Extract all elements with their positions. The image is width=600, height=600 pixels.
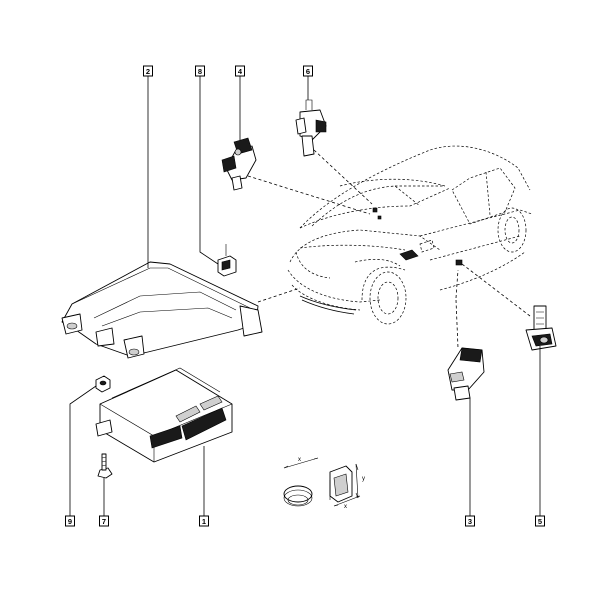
- bracket-clip: [217, 244, 237, 277]
- callout-box: [465, 515, 475, 527]
- vehicle-outline: [287, 145, 533, 325]
- callout-number: 7: [102, 517, 106, 526]
- callout-box: [303, 65, 313, 77]
- callout-5: 5: [535, 515, 545, 527]
- mounting-bolt: [97, 453, 113, 479]
- door-pressure-sensor: [525, 305, 557, 351]
- callout-9: 9: [65, 515, 75, 527]
- location-lines: [247, 149, 531, 349]
- callout-box: [199, 515, 209, 527]
- side-impact-sensor: [447, 347, 485, 401]
- connector-detail-inset: x y x: [283, 457, 365, 510]
- callout-box: [99, 515, 109, 527]
- callout-box: [235, 65, 245, 77]
- callout-number: 1: [202, 517, 206, 526]
- callout-number: 2: [146, 67, 150, 76]
- leader-lines: [69, 76, 541, 516]
- axis-x-symbol-lower: x: [344, 504, 347, 510]
- front-impact-sensor-left: [221, 137, 257, 191]
- callout-6: 6: [303, 65, 313, 77]
- hex-nut: [95, 375, 111, 393]
- callout-number: 5: [538, 517, 542, 526]
- callout-number: 6: [306, 67, 310, 76]
- axis-y-symbol: y: [362, 476, 365, 482]
- callout-box: [195, 65, 205, 77]
- ecu-mounting-bracket: [61, 261, 263, 359]
- callout-number: 3: [468, 517, 472, 526]
- callout-2: 2: [143, 65, 153, 77]
- callout-8: 8: [195, 65, 205, 77]
- callout-labels: 1 2 3 4 5 6 7 8 9: [65, 65, 545, 527]
- callout-number: 9: [68, 517, 72, 526]
- callout-box: [143, 65, 153, 77]
- callout-number: 4: [238, 67, 243, 76]
- callout-number: 8: [198, 67, 202, 76]
- callout-3: 3: [465, 515, 475, 527]
- callout-4: 4: [235, 65, 245, 77]
- front-impact-sensor-right: [295, 99, 327, 157]
- airbag-control-unit: [95, 367, 233, 463]
- callout-1: 1: [199, 515, 209, 527]
- callout-7: 7: [99, 515, 109, 527]
- axis-x-symbol: x: [298, 457, 301, 463]
- callout-box: [535, 515, 545, 527]
- callout-box: [65, 515, 75, 527]
